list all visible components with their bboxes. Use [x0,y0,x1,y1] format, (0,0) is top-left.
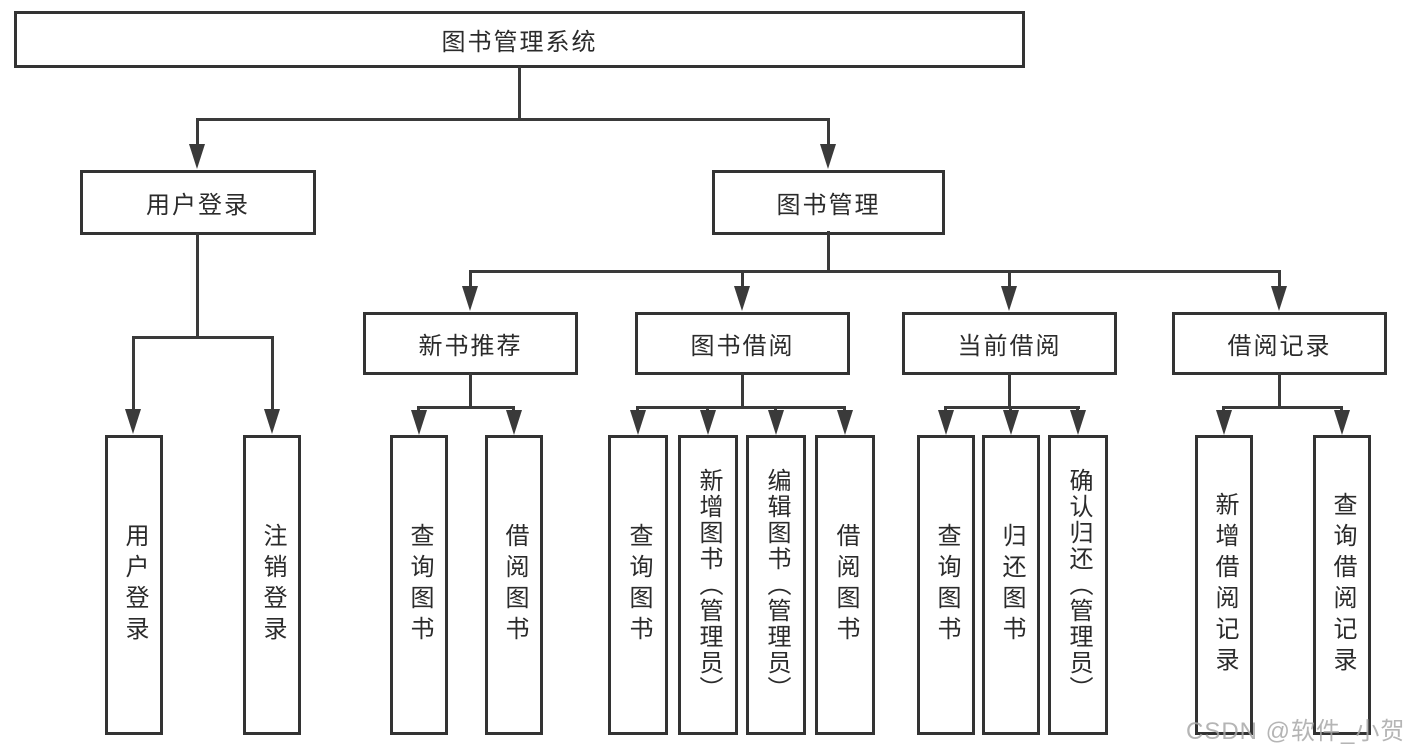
leaf-recommend-borrow-books: 借阅图书 [485,435,543,735]
connector-userlogin-arrow1-stem [132,336,135,412]
leaf-recommend-borrow-books-label: 借阅图书 [501,523,528,647]
leaf-borrowing-query-books-label: 查询图书 [625,523,652,647]
node-current-borrowing: 当前借阅 [902,312,1117,375]
leaf-records-add-record-label: 新增借阅记录 [1211,492,1238,678]
connector-current-drop [1008,373,1011,409]
leaf-user-login-label: 用户登录 [121,523,148,647]
connector-root-arrow1-stem [196,118,199,148]
arrow-down-icon [462,286,478,311]
node-root-label: 图书管理系统 [441,29,598,56]
leaf-recommend-query-books-label: 查询图书 [406,523,433,647]
arrow-down-icon [630,410,646,435]
connector-records-bar [1222,406,1342,409]
node-borrowing-records-label: 借阅记录 [1227,333,1332,360]
arrow-down-icon [938,410,954,435]
leaf-borrowing-borrow-books: 借阅图书 [815,435,875,735]
node-new-book-recommend: 新书推荐 [363,312,578,375]
leaf-current-return-books: 归还图书 [982,435,1040,735]
arrow-down-icon [734,286,750,311]
node-book-management: 图书管理 [712,170,945,235]
connector-bookmgmt-bar [469,270,1281,273]
leaf-borrowing-add-books: 新增图书（管理员） [678,435,738,735]
leaf-logout-label: 注销登录 [259,523,286,647]
arrow-down-icon [189,144,205,169]
arrow-down-icon [125,409,141,434]
arrow-down-icon [411,410,427,435]
connector-userlogin-arrow2-stem [271,336,274,412]
arrow-down-icon [1001,286,1017,311]
leaf-user-login: 用户登录 [105,435,163,735]
connector-recommend-bar [417,406,515,409]
leaf-records-query-record: 查询借阅记录 [1313,435,1371,735]
arrow-down-icon [1271,286,1287,311]
connector-root-drop [518,66,521,120]
node-book-borrowing-label: 图书借阅 [690,333,795,360]
leaf-borrowing-query-books: 查询图书 [608,435,668,735]
leaf-current-query-books: 查询图书 [917,435,975,735]
arrow-down-icon [820,144,836,169]
leaf-borrowing-borrow-books-label: 借阅图书 [832,523,859,647]
connector-bookmgmt-arrow1-stem [469,270,472,290]
csdn-watermark: CSDN @软件_小贺同学 [1186,718,1405,745]
leaf-borrowing-edit-books: 编辑图书（管理员） [746,435,806,735]
leaf-borrowing-edit-books-label: 编辑图书（管理员） [763,468,790,702]
arrow-down-icon [837,410,853,435]
leaf-borrowing-add-books-label: 新增图书（管理员） [695,468,722,702]
connector-bookmgmt-arrow2-stem [741,270,744,290]
arrow-down-icon [1003,410,1019,435]
leaf-records-add-record: 新增借阅记录 [1195,435,1253,735]
connector-recommend-drop [469,373,472,409]
arrow-down-icon [768,410,784,435]
arrow-down-icon [1070,410,1086,435]
arrow-down-icon [1216,410,1232,435]
arrow-down-icon [264,409,280,434]
node-borrowing-records: 借阅记录 [1172,312,1387,375]
connector-root-arrow2-stem [827,118,830,148]
leaf-logout: 注销登录 [243,435,301,735]
connector-records-drop [1278,373,1281,409]
arrow-down-icon [1334,410,1350,435]
leaf-current-return-books-label: 归还图书 [998,523,1025,647]
leaf-current-confirm-return: 确认归还（管理员） [1048,435,1108,735]
arrow-down-icon [506,410,522,435]
connector-borrowing-bar [636,406,846,409]
node-new-book-recommend-label: 新书推荐 [418,333,523,360]
leaf-records-query-record-label: 查询借阅记录 [1329,492,1356,678]
node-book-management-label: 图书管理 [776,192,881,219]
node-book-borrowing: 图书借阅 [635,312,850,375]
node-user-login: 用户登录 [80,170,316,235]
node-current-borrowing-label: 当前借阅 [957,333,1062,360]
connector-bookmgmt-arrow4-stem [1278,270,1281,290]
connector-bookmgmt-drop [827,231,830,273]
connector-bookmgmt-arrow3-stem [1008,270,1011,290]
connector-userlogin-bar [133,336,274,339]
connector-root-bar [197,118,830,121]
arrow-down-icon [700,410,716,435]
leaf-current-query-books-label: 查询图书 [933,523,960,647]
connector-userlogin-drop [196,233,199,339]
connector-current-bar [944,406,1080,409]
leaf-current-confirm-return-label: 确认归还（管理员） [1065,468,1092,702]
node-root: 图书管理系统 [14,11,1025,68]
connector-borrowing-drop [741,373,744,409]
node-user-login-label: 用户登录 [146,192,250,219]
leaf-recommend-query-books: 查询图书 [390,435,448,735]
